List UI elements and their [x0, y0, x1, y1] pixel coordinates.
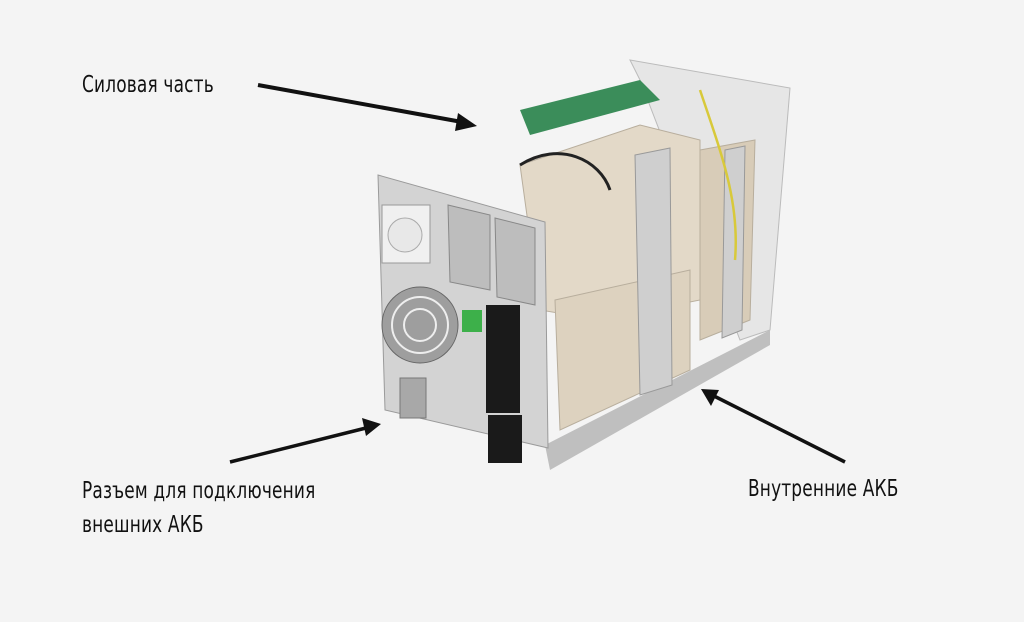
arrow-power-section: [257, 83, 477, 131]
arrow-internal-batteries: [701, 389, 846, 464]
label-external-connector-line1: Разъем для подключения: [82, 478, 316, 504]
ups-photo: [377, 59, 791, 470]
label-power-section: Силовая часть: [82, 72, 214, 98]
label-internal-batteries: Внутренние АКБ: [748, 476, 899, 502]
arrow-external-connector: [229, 418, 381, 464]
label-external-connector-line2: внешних АКБ: [82, 512, 204, 538]
